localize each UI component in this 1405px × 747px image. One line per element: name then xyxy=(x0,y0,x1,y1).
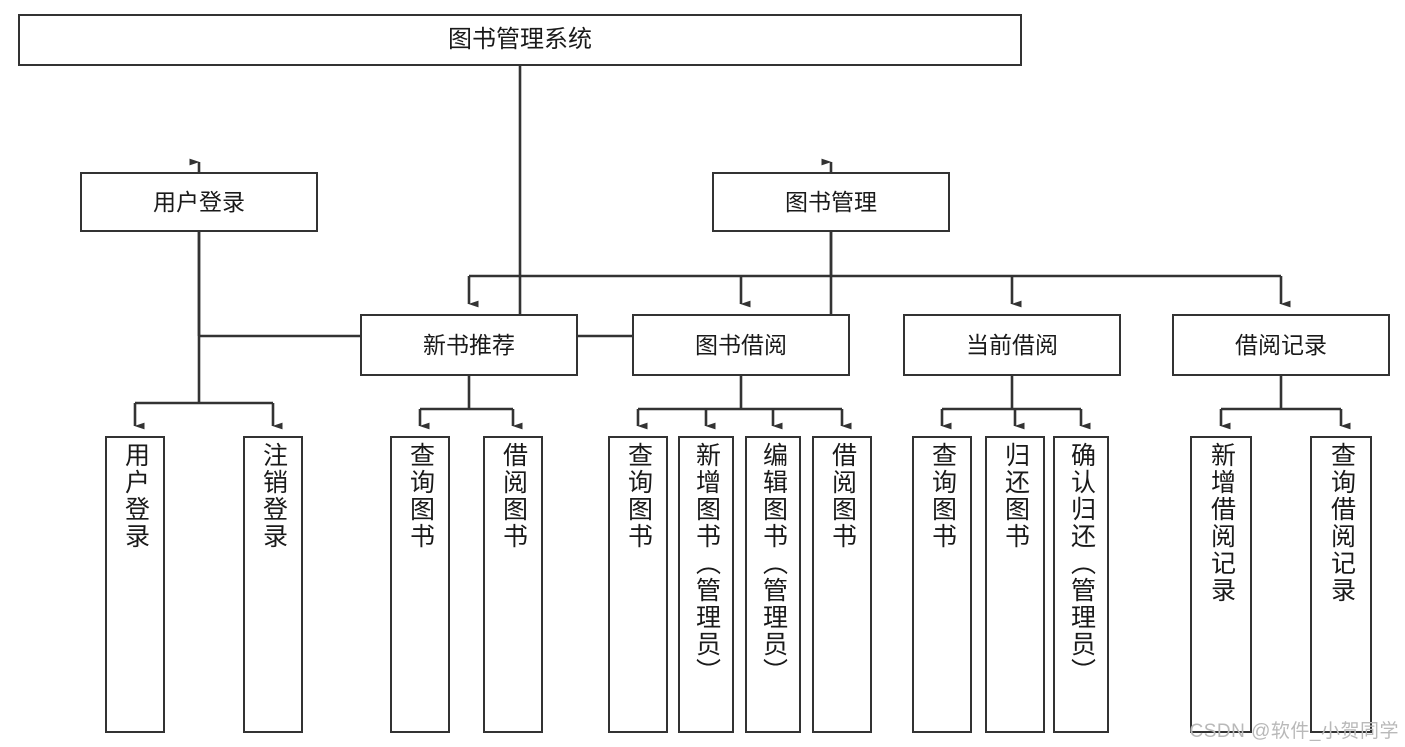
node-borrow-record[interactable]: 借阅记录 xyxy=(1172,314,1390,376)
node-leaf-confirm-return-admin[interactable]: 确认归还（管理员） xyxy=(1053,436,1109,733)
node-leaf-query-book-rec[interactable]: 查询图书 xyxy=(390,436,450,733)
node-book-borrow[interactable]: 图书借阅 xyxy=(632,314,850,376)
node-current-borrow-label: 当前借阅 xyxy=(966,331,1058,358)
node-leaf-confirm-return-admin-label: 确认归还（管理员） xyxy=(1067,442,1096,685)
node-leaf-add-book-admin-label: 新增图书（管理员） xyxy=(692,442,721,685)
node-leaf-add-borrow-record[interactable]: 新增借阅记录 xyxy=(1190,436,1252,733)
node-leaf-user-login-label: 用户登录 xyxy=(121,442,150,550)
node-user-login-label: 用户登录 xyxy=(153,188,245,215)
node-root-label: 图书管理系统 xyxy=(448,26,592,54)
csdn-watermark: CSDN @软件_小贺同学 xyxy=(1189,721,1399,742)
node-leaf-query-book-borrow[interactable]: 查询图书 xyxy=(608,436,668,733)
node-leaf-return-book-label: 归还图书 xyxy=(1001,442,1030,550)
edge-currentborrow-to-leaves xyxy=(940,376,1091,430)
node-leaf-add-book-admin[interactable]: 新增图书（管理员） xyxy=(678,436,734,733)
node-leaf-edit-book-admin[interactable]: 编辑图书（管理员） xyxy=(745,436,801,733)
node-leaf-user-login[interactable]: 用户登录 xyxy=(105,436,165,733)
node-leaf-logout[interactable]: 注销登录 xyxy=(243,436,303,733)
edge-userlogin-to-leaves xyxy=(133,232,283,430)
node-book-manage[interactable]: 图书管理 xyxy=(712,172,950,232)
node-book-borrow-label: 图书借阅 xyxy=(695,331,787,358)
node-leaf-query-borrow-record[interactable]: 查询借阅记录 xyxy=(1310,436,1372,733)
node-leaf-query-book-current[interactable]: 查询图书 xyxy=(912,436,972,733)
node-user-login[interactable]: 用户登录 xyxy=(80,172,318,232)
node-current-borrow[interactable]: 当前借阅 xyxy=(903,314,1121,376)
node-book-manage-label: 图书管理 xyxy=(785,188,877,215)
node-leaf-query-book-current-label: 查询图书 xyxy=(928,442,957,550)
node-new-book-rec-label: 新书推荐 xyxy=(423,331,515,358)
node-leaf-borrow-book[interactable]: 借阅图书 xyxy=(812,436,872,733)
node-leaf-query-book-borrow-label: 查询图书 xyxy=(624,442,653,550)
node-new-book-rec[interactable]: 新书推荐 xyxy=(360,314,578,376)
node-leaf-edit-book-admin-label: 编辑图书（管理员） xyxy=(759,442,788,685)
node-leaf-borrow-book-label: 借阅图书 xyxy=(828,442,857,550)
edge-bookmanage-to-level2 xyxy=(467,232,1291,308)
node-root[interactable]: 图书管理系统 xyxy=(18,14,1022,66)
edge-newbookrec-to-leaves xyxy=(418,376,523,430)
node-leaf-logout-label: 注销登录 xyxy=(259,442,288,550)
edge-bookborrow-to-leaves xyxy=(636,376,852,430)
node-leaf-add-borrow-record-label: 新增借阅记录 xyxy=(1207,442,1236,604)
node-leaf-borrow-book-rec-label: 借阅图书 xyxy=(499,442,528,550)
node-leaf-query-book-rec-label: 查询图书 xyxy=(406,442,435,550)
node-leaf-query-borrow-record-label: 查询借阅记录 xyxy=(1327,442,1356,604)
edge-borrowrecord-to-leaves xyxy=(1219,376,1351,430)
node-leaf-return-book[interactable]: 归还图书 xyxy=(985,436,1045,733)
node-leaf-borrow-book-rec[interactable]: 借阅图书 xyxy=(483,436,543,733)
node-borrow-record-label: 借阅记录 xyxy=(1235,331,1327,358)
